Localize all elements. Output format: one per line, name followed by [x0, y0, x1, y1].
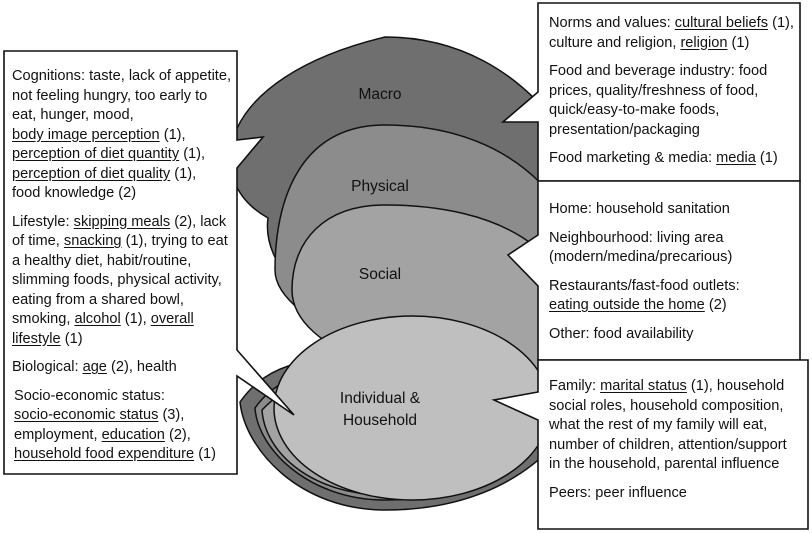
- norms-values-entry: Norms and values: cultural beliefs (1), …: [549, 14, 795, 53]
- food-knowledge-item: food knowledge (2): [12, 185, 137, 201]
- peers-entry: Peers: peer influence: [549, 484, 687, 501]
- home-entry: Home: household sanitation: [549, 201, 730, 217]
- age-item: age: [82, 359, 107, 375]
- family-entry: Family: marital status (1), household so…: [549, 377, 801, 475]
- ses-entry: Socio-economic status: socio-economic st…: [12, 387, 234, 465]
- norms-label: Norms and values:: [549, 15, 675, 31]
- ses-label: Socio-economic status:: [14, 387, 165, 404]
- household-expenditure-count: (1): [194, 446, 217, 462]
- eating-outside-item: eating outside the home: [549, 297, 705, 313]
- social-level-label: Social: [358, 266, 402, 283]
- macro-callout-text: Norms and values: cultural beliefs (1), …: [549, 14, 795, 169]
- religion-count: (1): [727, 34, 750, 51]
- left-callout-box: [3, 50, 295, 475]
- snacking-item: snacking: [63, 233, 122, 249]
- employment-item: employment,: [14, 426, 102, 443]
- left-callout-text: Cognitions: taste, lack of appetite, not…: [12, 67, 234, 465]
- diet-quality-item: perception of diet quality: [12, 165, 171, 182]
- skipping-meals-item: skipping meals: [73, 213, 171, 230]
- body-image-count: (1),: [159, 126, 186, 143]
- overall-lifestyle-count: (1): [60, 330, 83, 347]
- body-image-item: body image perception: [12, 126, 160, 143]
- alcohol-item: alcohol: [74, 311, 121, 327]
- restaurants-label: Restaurants/fast-food outlets:: [549, 277, 740, 294]
- family-label: Family:: [549, 378, 601, 394]
- restaurants-entry: Restaurants/fast-food outlets: eating ou…: [549, 277, 795, 316]
- individual-callout-box: [491, 359, 809, 530]
- ses-count: (3),: [158, 407, 185, 423]
- diet-quantity-item: perception of diet quantity: [12, 146, 180, 162]
- physical-callout-box: [506, 180, 801, 361]
- lifestyle-entry: Lifestyle: skipping meals (2), lack of t…: [12, 213, 234, 350]
- marital-status-item: marital status: [600, 378, 687, 394]
- religion-item: religion: [680, 34, 728, 51]
- macro-callout-box: [500, 2, 801, 182]
- education-item: education: [101, 426, 165, 443]
- lifestyle-items-text: (1), trying to eat a healthy diet, habit…: [12, 233, 228, 327]
- marketing-entry: Food marketing & media: media (1): [549, 149, 795, 169]
- physical-callout-text: Home: household sanitation Neighbourhood…: [549, 200, 795, 344]
- diet-quality-count: (1),: [170, 165, 197, 182]
- household-expenditure-item: household food expenditure: [14, 446, 195, 462]
- alcohol-count: (1),: [120, 311, 151, 327]
- eating-outside-count: (2): [704, 297, 727, 313]
- biological-entry: Biological: age (2), health: [12, 358, 234, 378]
- biological-label: Biological:: [12, 359, 83, 375]
- macro-level-label: Macro: [358, 86, 402, 103]
- biological-rest: (2), health: [106, 359, 177, 375]
- media-count: (1): [755, 150, 778, 166]
- education-count: (2),: [164, 426, 191, 443]
- skipping-meals-count: (2),: [170, 213, 197, 230]
- marketing-label: Food marketing & media:: [549, 150, 717, 166]
- food-industry-entry: Food and beverage industry: food prices,…: [549, 63, 768, 138]
- family-rest: (1), household social roles, household c…: [549, 378, 787, 472]
- norms-rest: (1), culture and religion,: [549, 15, 794, 51]
- cognitions-label: Cognitions: taste, lack of appetite, not…: [12, 68, 232, 123]
- cognitions-entry: Cognitions: taste, lack of appetite, not…: [12, 67, 234, 204]
- ses-item: socio-economic status: [14, 407, 159, 423]
- lack-of-time-item: lack of time,: [12, 213, 227, 250]
- diet-quantity-count: (1),: [179, 146, 206, 162]
- other-entry: Other: food availability: [549, 325, 694, 342]
- individual-household-level-label: Individual & Household: [339, 390, 421, 429]
- physical-level-label: Physical: [351, 178, 409, 195]
- overall-lifestyle-item: overall lifestyle: [12, 311, 194, 347]
- cultural-beliefs-item: cultural beliefs: [674, 15, 769, 31]
- individual-callout-text: Family: marital status (1), household so…: [549, 377, 801, 503]
- lifestyle-label: Lifestyle:: [12, 213, 70, 230]
- neighbourhood-entry: Neighbourhood: living area (modern/medin…: [549, 229, 733, 266]
- media-item: media: [716, 150, 756, 166]
